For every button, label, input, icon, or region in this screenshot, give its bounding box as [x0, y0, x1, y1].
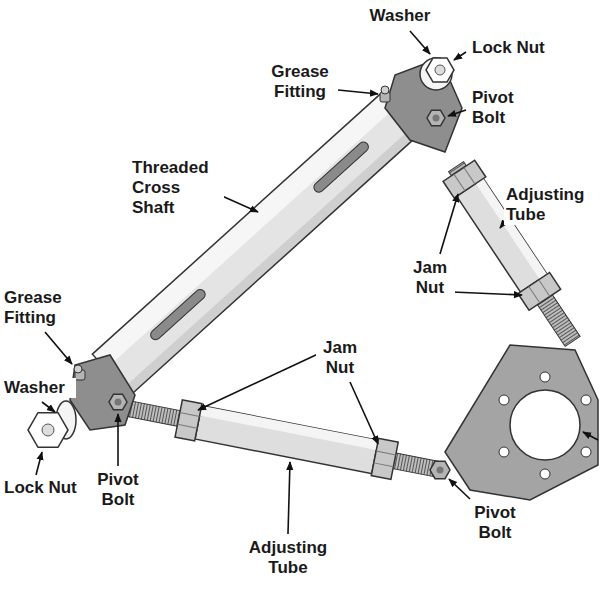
ball-joint-plate-part [499, 447, 509, 457]
leader-lines-part [440, 194, 458, 254]
adjusting-tube-bottom-part [195, 406, 378, 474]
pivot-bracket-top-part [433, 115, 440, 122]
part-label: Washer [363, 6, 437, 26]
ball-joint-plate-part [445, 345, 598, 500]
pivot-bolt-bottom-part [430, 461, 450, 478]
part-label: Pivot Bolt [468, 503, 522, 543]
leader-lines-part [42, 402, 55, 412]
leader-lines-part [36, 452, 42, 475]
cross-shaft-part [92, 89, 398, 369]
leader-lines-part [583, 432, 598, 440]
part-label: Adjusting Tube [504, 185, 598, 225]
pivot-bolt-bottom [430, 461, 450, 478]
cross-shaft [92, 89, 423, 395]
pivot-bracket-left-part [109, 394, 127, 410]
adjusting-tube-right-part [539, 280, 550, 297]
adjusting-tube-bottom-part [371, 438, 398, 479]
ball-joint-plate-part [540, 372, 550, 382]
part-label: Adjusting Tube [236, 538, 340, 578]
part-label: Pivot Bolt [91, 470, 145, 510]
adjusting-tube-bottom [126, 390, 443, 488]
part-label: Grease Fitting [263, 62, 337, 102]
part-label: Lock Nut [470, 38, 564, 58]
ball-joint-plate-part [581, 395, 591, 405]
leader-lines-part [452, 292, 522, 295]
adjusting-tube-bottom-part [200, 406, 379, 450]
part-label: Lock Nut [2, 478, 96, 498]
pivot-bracket-top-part [381, 86, 389, 94]
ball-joint-plate [445, 345, 598, 500]
cross-shaft-part [312, 140, 371, 194]
pivot-bracket-top-part [435, 65, 445, 75]
leader-lines-part [454, 52, 466, 60]
pivot-bracket-top-part [426, 58, 454, 82]
ball-joint-plate-part [581, 447, 591, 457]
adjusting-tube-bottom-part [175, 400, 202, 441]
adjusting-tube-right-part [443, 160, 486, 198]
pivot-bracket-left [28, 355, 135, 447]
part-label: Threaded Cross Shaft [130, 158, 224, 218]
adjusting-tube-right-part [529, 286, 540, 303]
adjusting-tube-bottom-part [376, 451, 396, 455]
adjusting-tube-right-part [518, 273, 561, 311]
adjusting-tube-right-part [464, 167, 475, 184]
pivot-bracket-top [380, 58, 462, 152]
ball-joint-plate-part [540, 469, 550, 479]
adjusting-tube-bottom-part [374, 463, 394, 467]
leader-lines-part [350, 382, 378, 444]
part-label: Grease Fitting [2, 288, 76, 328]
leader-lines-part [448, 110, 466, 116]
cross-shaft-part [92, 89, 423, 395]
cross-shaft-part [92, 89, 423, 395]
leader-lines-part [117, 414, 119, 466]
leader-lines-part [410, 31, 430, 54]
leader-lines-part [449, 479, 470, 499]
adjusting-tube-right-part [454, 174, 465, 191]
ball-joint-plate-part [499, 395, 509, 405]
adjusting-tube-bottom-part [178, 424, 198, 428]
part-label: Jam Nut [406, 258, 455, 298]
leader-lines [36, 31, 598, 534]
part-label: Pivot Bolt [470, 88, 524, 128]
leader-lines-part [222, 196, 258, 212]
pivot-bracket-left-part [42, 424, 54, 436]
ball-joint-plate-part [510, 390, 580, 460]
adjusting-tube-bottom-part [180, 413, 200, 417]
part-label: Washer [2, 378, 76, 398]
leader-lines-part [288, 462, 290, 534]
pivot-bracket-left-part [28, 413, 68, 448]
cross-shaft-part [149, 287, 208, 341]
pivot-bracket-left-part [74, 365, 82, 373]
pivot-bracket-left-part [115, 399, 122, 406]
pivot-bolt-bottom-part [437, 467, 444, 474]
pivot-bracket-top-part [385, 58, 462, 152]
leader-lines-part [198, 354, 318, 410]
leader-lines-part [45, 332, 72, 364]
cross-shaft-part [123, 123, 423, 395]
part-label: Jam Nut [316, 338, 365, 378]
pivot-bracket-top-part [427, 110, 445, 126]
pivot-bracket-left-part [70, 355, 135, 430]
leader-lines-part [338, 90, 378, 94]
